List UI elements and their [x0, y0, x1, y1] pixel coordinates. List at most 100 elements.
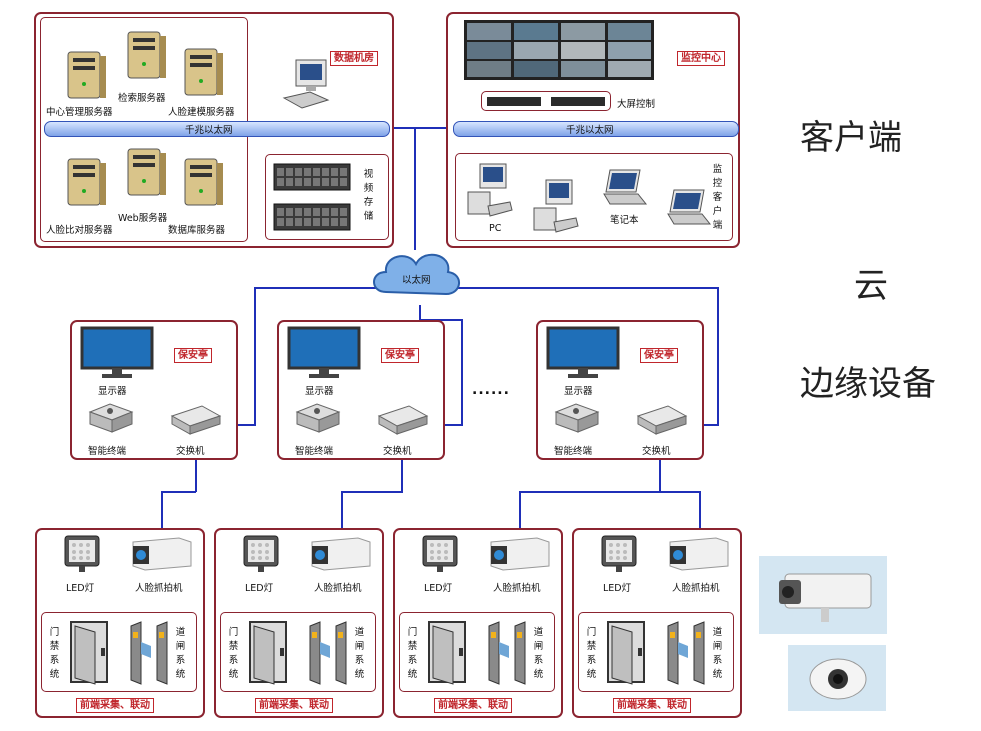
- pc-icon: [533, 179, 579, 233]
- access-group: [578, 612, 734, 692]
- gate-label: 道闸系统: [175, 627, 186, 680]
- terminal-label: 智能终端: [554, 446, 593, 457]
- switch-label: 交换机: [383, 446, 412, 457]
- face-camera-icon: [311, 537, 371, 571]
- workstation-icon: [282, 59, 330, 109]
- server-icon: [127, 31, 166, 79]
- server-icon: [67, 51, 106, 99]
- ethernet-label: 千兆以太网: [185, 125, 233, 136]
- led-label: LED灯: [66, 583, 95, 594]
- door-label: 门禁系统: [228, 627, 239, 680]
- laptop-icon: [603, 169, 648, 205]
- face-camera-icon: [132, 537, 192, 571]
- pc-icon: [467, 163, 513, 217]
- turnstile-icon: [130, 621, 168, 685]
- ethernet-label: 千兆以太网: [566, 125, 614, 136]
- controller-icon: [487, 97, 605, 106]
- camera-label: 人脸抓拍机: [314, 583, 362, 594]
- door-icon: [249, 621, 287, 685]
- led-light-icon: [64, 535, 100, 572]
- server-label: 中心管理服务器: [46, 107, 113, 118]
- door-label: 门禁系统: [407, 627, 418, 680]
- door-icon: [607, 621, 645, 685]
- video-wall-icon: [464, 20, 654, 80]
- face-camera-icon: [490, 537, 550, 571]
- server-icon: [67, 158, 106, 206]
- led-light-icon: [243, 535, 279, 572]
- dome-camera-image: [788, 645, 886, 711]
- layer-label-client: 客户端: [800, 118, 902, 158]
- display-label: 显示器: [305, 386, 334, 397]
- smart-terminal-icon: [88, 403, 134, 433]
- guard-booth-tag: 保安亭: [381, 348, 419, 363]
- access-group: [220, 612, 376, 692]
- terminal-label: 智能终端: [88, 446, 127, 457]
- turnstile-icon: [488, 621, 526, 685]
- smart-terminal-icon: [295, 403, 341, 433]
- face-camera-icon: [669, 537, 729, 571]
- switch-label: 交换机: [642, 446, 671, 457]
- led-label: LED灯: [245, 583, 274, 594]
- switch-label: 交换机: [176, 446, 205, 457]
- access-group: [399, 612, 555, 692]
- gate-label: 道闸系统: [533, 627, 544, 680]
- door-icon: [70, 621, 108, 685]
- switch-icon: [170, 405, 222, 435]
- data-center-tag: 数据机房: [330, 51, 378, 66]
- front-end-footer-tag: 前端采集、联动: [255, 698, 333, 713]
- display-label: 显示器: [564, 386, 593, 397]
- laptop-label: 笔记本: [610, 215, 639, 226]
- gate-label: 道闸系统: [712, 627, 723, 680]
- server-label: 数据库服务器: [168, 225, 226, 236]
- front-end-footer-tag: 前端采集、联动: [434, 698, 512, 713]
- server-label: 检索服务器: [118, 93, 166, 104]
- led-light-icon: [422, 535, 458, 572]
- server-icon: [184, 158, 223, 206]
- display-label: 显示器: [98, 386, 127, 397]
- smart-terminal-icon: [554, 403, 600, 433]
- display-icon: [546, 326, 620, 378]
- door-label: 门禁系统: [586, 627, 597, 680]
- guard-booth-tag: 保安亭: [640, 348, 678, 363]
- bullet-camera-image: [759, 556, 887, 634]
- ethernet-cloud-icon: [373, 253, 460, 296]
- camera-label: 人脸抓拍机: [672, 583, 720, 594]
- server-label: Web服务器: [118, 213, 168, 224]
- ellipsis: ......: [472, 382, 510, 398]
- server-label: 人脸比对服务器: [46, 225, 113, 236]
- layer-label-edge: 边缘设备: [800, 364, 936, 404]
- terminal-label: 智能终端: [295, 446, 334, 457]
- led-label: LED灯: [603, 583, 632, 594]
- storage-label: 视频存储: [363, 169, 374, 222]
- turnstile-icon: [309, 621, 347, 685]
- led-light-icon: [601, 535, 637, 572]
- storage-array-icon: [273, 163, 351, 231]
- camera-label: 人脸抓拍机: [493, 583, 541, 594]
- front-end-footer-tag: 前端采集、联动: [613, 698, 691, 713]
- server-label: 人脸建模服务器: [168, 107, 235, 118]
- big-screen-control-label: 大屏控制: [617, 99, 656, 110]
- led-label: LED灯: [424, 583, 453, 594]
- client-group-label: 监控客户端: [712, 164, 723, 231]
- display-icon: [287, 326, 361, 378]
- pc-label: PC: [489, 223, 502, 234]
- server-icon: [184, 48, 223, 96]
- access-group: [41, 612, 197, 692]
- guard-booth-tag: 保安亭: [174, 348, 212, 363]
- door-icon: [428, 621, 466, 685]
- switch-icon: [636, 405, 688, 435]
- switch-icon: [377, 405, 429, 435]
- ethernet-bus: [44, 121, 390, 137]
- display-icon: [80, 326, 154, 378]
- layer-label-cloud: 云: [854, 266, 888, 306]
- server-icon: [127, 148, 166, 196]
- gate-label: 道闸系统: [354, 627, 365, 680]
- ethernet-bus: [453, 121, 739, 137]
- laptop-icon: [667, 189, 712, 225]
- monitor-center-tag: 监控中心: [677, 51, 725, 66]
- turnstile-icon: [667, 621, 705, 685]
- camera-label: 人脸抓拍机: [135, 583, 183, 594]
- front-end-footer-tag: 前端采集、联动: [76, 698, 154, 713]
- door-label: 门禁系统: [49, 627, 60, 680]
